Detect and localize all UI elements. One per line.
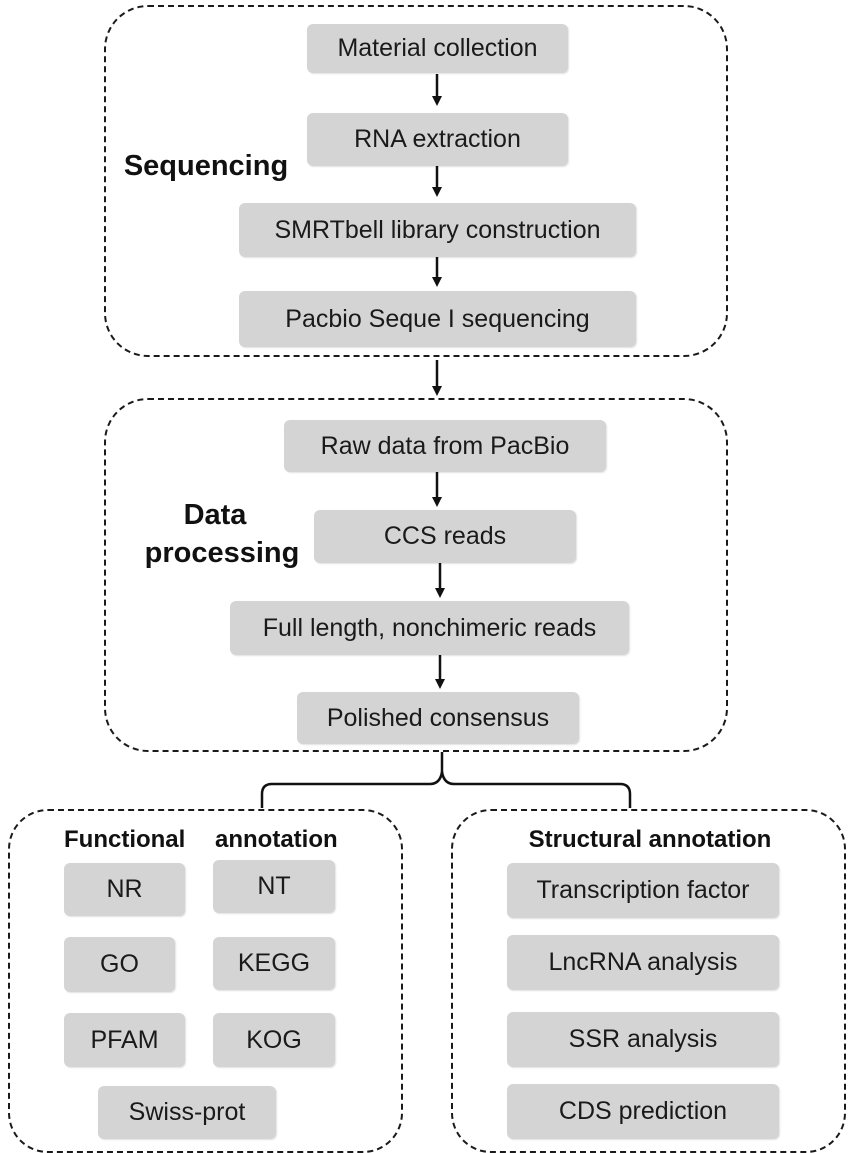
step-ccs-reads: CCS reads — [314, 510, 576, 563]
db-pfam: PFAM — [64, 1013, 185, 1067]
sequencing-panel — [104, 5, 728, 357]
split-brace — [260, 771, 632, 808]
data-processing-title-line2: processing — [144, 537, 300, 569]
step-full-length-reads: Full length, nonchimeric reads — [230, 601, 629, 655]
structural-annotation-panel — [451, 809, 846, 1153]
db-swiss-prot: Swiss-prot — [98, 1086, 276, 1139]
functional-annotation-title-word1: Functional — [64, 826, 186, 853]
step-polished-consensus: Polished consensus — [297, 692, 579, 744]
item-transcription-factor: Transcription factor — [507, 863, 779, 918]
data-processing-title-line1: Data — [183, 499, 247, 531]
step-raw-data: Raw data from PacBio — [284, 420, 606, 472]
item-lncrna-analysis: LncRNA analysis — [507, 935, 779, 990]
structural-annotation-title: Structural annotation — [528, 826, 772, 853]
db-kog: KOG — [213, 1013, 335, 1067]
item-ssr-analysis: SSR analysis — [507, 1012, 779, 1067]
db-nr: NR — [64, 863, 185, 916]
step-smrtbell-library: SMRTbell library construction — [239, 203, 636, 257]
step-material-collection: Material collection — [307, 24, 568, 73]
db-nt: NT — [213, 860, 335, 913]
db-go: GO — [64, 937, 175, 992]
step-rna-extraction: RNA extraction — [307, 113, 568, 166]
step-pacbio-sequencing: Pacbio Seque I sequencing — [239, 291, 636, 347]
functional-annotation-panel — [8, 809, 403, 1153]
item-cds-prediction: CDS prediction — [507, 1084, 779, 1139]
sequencing-title: Sequencing — [123, 150, 289, 182]
db-kegg: KEGG — [213, 937, 335, 990]
data-processing-panel — [104, 398, 728, 752]
functional-annotation-title-word2: annotation — [215, 826, 338, 853]
